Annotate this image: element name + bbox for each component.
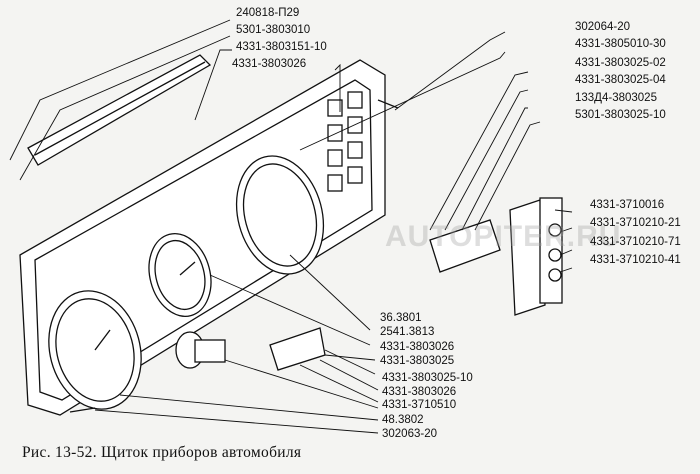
center-switch-cluster — [269, 327, 326, 371]
warning-lamp-block — [27, 54, 212, 166]
small-switch-cluster — [429, 219, 501, 273]
part-label: 4331-3803025-02 — [575, 57, 666, 69]
part-label: 4331-3805010-30 — [575, 38, 666, 50]
part-label: 4331-3803026 — [382, 386, 457, 398]
part-label: 2541.3813 — [380, 326, 435, 338]
part-label: 302063-20 — [382, 428, 437, 440]
part-label: 4331-3803025-10 — [382, 372, 473, 384]
part-label: 36.3801 — [380, 312, 422, 324]
part-label: 4331-3803151-10 — [236, 41, 327, 53]
switch-grid — [327, 91, 363, 192]
part-label: 5301-3803010 — [236, 24, 311, 36]
part-label: 302064-20 — [575, 21, 630, 33]
combination-gauge — [235, 155, 325, 275]
part-label: 240818-П29 — [236, 7, 300, 19]
part-label: 4331-3803025-04 — [575, 74, 666, 86]
part-label: 4331-3710210-71 — [590, 236, 681, 248]
part-label: 4331-3710210-41 — [590, 254, 681, 266]
part-label: 133Д4-3803025 — [575, 92, 657, 104]
part-label: 48.3802 — [382, 414, 424, 426]
part-label: 4331-3710210-21 — [590, 217, 681, 229]
switch-block-right — [509, 199, 546, 316]
part-label: 4331-3710510 — [382, 399, 457, 411]
part-label: 4331-3803025 — [380, 355, 455, 367]
part-label: 5301-3803025-10 — [575, 109, 666, 121]
screw-bottom — [69, 407, 96, 413]
part-label: 4331-3803026 — [380, 341, 455, 353]
part-label: 4331-3710016 — [590, 199, 665, 211]
figure-caption: Рис. 13-52. Щиток приборов автомобиля — [22, 444, 302, 461]
part-label: 4331-3803026 — [232, 58, 307, 70]
watermark: AUTOPITER.RU — [385, 220, 622, 253]
